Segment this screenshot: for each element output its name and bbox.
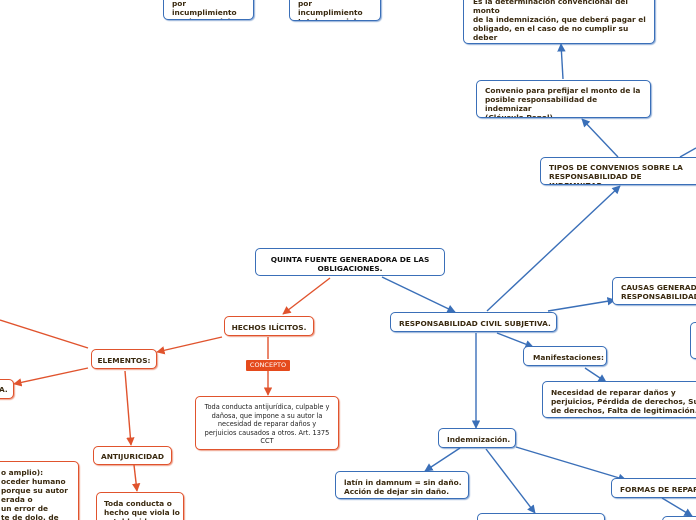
edge-quinta-hechos (282, 277, 331, 315)
label-concepto: CONCEPTO (246, 360, 290, 371)
node-tipos-convenios[interactable]: TIPOS DE CONVENIOS SOBRE LA RESPONSABILI… (540, 157, 696, 185)
node-elementos[interactable]: ELEMENTOS: (91, 349, 157, 369)
edge-elementos-left-a (13, 367, 89, 387)
node-causas-generadoras[interactable]: CAUSAS GENERADO RESPONSABILIDAD (612, 277, 696, 305)
node-toda-conducta[interactable]: Toda conducta o hecho que viola lo estab… (96, 492, 184, 520)
edge-responsabilidad-manifestaciones (496, 332, 534, 349)
node-formas-reparacion[interactable]: FORMAS DE REPARA (611, 478, 696, 498)
edge-manifestaciones-necesidad (584, 367, 607, 383)
node-hechos-ilicitos[interactable]: HECHOS ILÍCITOS. (224, 316, 314, 336)
edge-elementos-antijuricidad (124, 370, 135, 446)
edge-hechos-elementos (156, 336, 223, 355)
edge-elementos-left-top (0, 319, 89, 349)
edge-responsabilidad-causas (547, 297, 616, 312)
node-bottom-center[interactable] (477, 513, 605, 520)
edge-indemnizacion-latin (424, 447, 461, 472)
edge-antijuricidad-conducta (131, 464, 141, 492)
node-manifestaciones[interactable]: Manifestaciones: (523, 346, 607, 366)
node-convenio-clausula-penal[interactable]: Convenio para prefijar el monto de la po… (476, 80, 651, 118)
node-definicion-hecho-ilicito[interactable]: Toda conducta antijurídica, culpable y d… (195, 396, 339, 450)
node-definicion-clausula[interactable]: Es la determinación convencional del mon… (463, 0, 655, 44)
node-right-edge[interactable] (690, 322, 696, 359)
node-quinta-fuente[interactable]: QUINTA FUENTE GENERADORA DE LAS OBLIGACI… (255, 248, 445, 276)
edge-formas-bottom (661, 497, 693, 517)
node-left-a[interactable]: A. (0, 379, 14, 399)
node-latin-damnum[interactable]: latín in damnum = sin daño. Acción de de… (335, 471, 469, 499)
edge-responsabilidad-tipos (486, 185, 621, 312)
edge-indemnizacion-formas (515, 446, 627, 482)
edge-indemnizacion-bottom (485, 448, 536, 514)
edge-tipos-right (679, 147, 696, 158)
edge-convenio-definition (557, 43, 566, 80)
node-indemnizacion[interactable]: Indemnización. (438, 428, 516, 448)
node-culpa-left[interactable]: o amplio): oceder humano porque su autor… (0, 461, 79, 520)
node-bottom-right[interactable] (662, 516, 696, 520)
node-antijuricidad[interactable]: ANTIJURICIDAD (93, 446, 172, 465)
node-responsabilidad-civil[interactable]: RESPONSABILIDAD CIVIL SUBJETIVA. (390, 312, 557, 332)
node-incumplimiento-1[interactable]: por incumplimiento total o parcial (163, 0, 254, 20)
edge-tipos-convenio (581, 118, 619, 158)
node-incumplimiento-2[interactable]: por incumplimiento total o parcial (289, 0, 381, 21)
edge-quinta-responsabilidad (381, 276, 456, 313)
node-necesidad-reparar[interactable]: Necesidad de reparar daños y perjuicios,… (542, 381, 696, 418)
